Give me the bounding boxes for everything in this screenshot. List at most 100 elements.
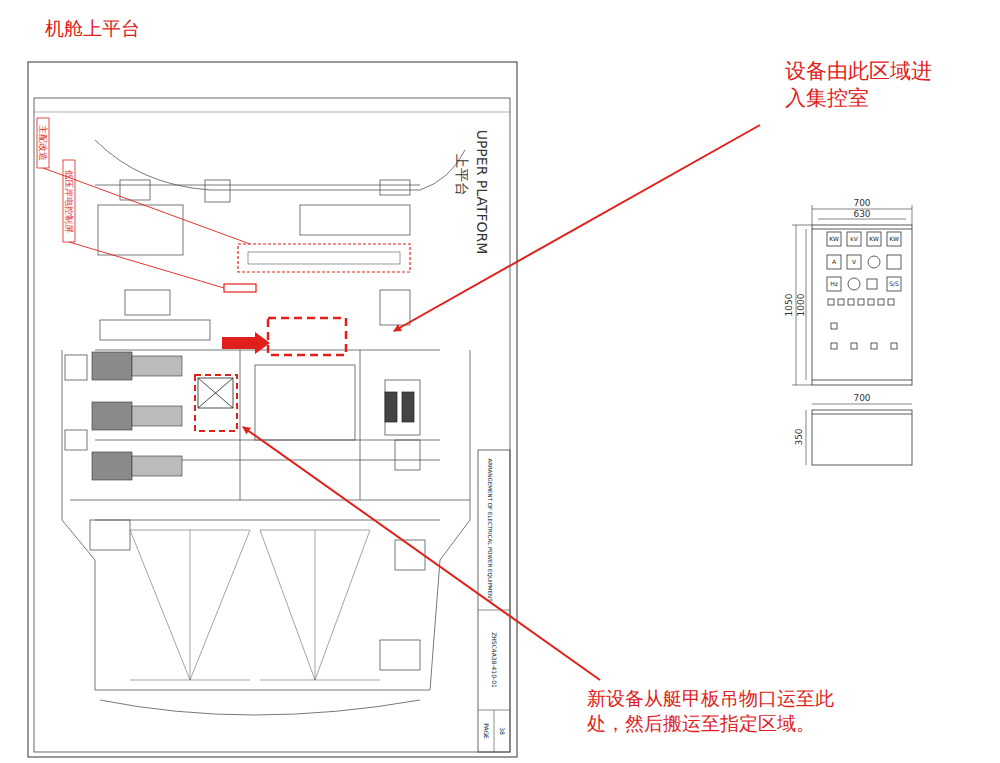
red-note: 低压岸电控制屏 bbox=[64, 170, 74, 233]
drawing-part bbox=[478, 610, 510, 611]
sheet-heading: 上平台 bbox=[454, 154, 470, 196]
drawing-part bbox=[871, 343, 877, 349]
drawing-part bbox=[243, 427, 600, 680]
meter-label: Hz bbox=[830, 281, 838, 288]
dimension: 700 bbox=[853, 198, 870, 208]
drawing-part bbox=[888, 299, 894, 305]
drawing-part bbox=[402, 392, 414, 422]
drawing-part bbox=[120, 180, 150, 200]
drawing-part bbox=[92, 452, 132, 480]
drawing-part bbox=[812, 205, 813, 225]
drawing-part bbox=[812, 414, 912, 415]
drawing-part bbox=[190, 530, 250, 680]
drawing-part bbox=[394, 125, 760, 331]
drawing-part bbox=[34, 112, 510, 113]
drawing-part bbox=[65, 430, 87, 450]
drawing-part bbox=[792, 385, 812, 386]
drawing-part bbox=[385, 392, 397, 422]
drawing-part bbox=[37, 118, 49, 168]
drawing-part bbox=[494, 710, 495, 752]
drawing-part bbox=[198, 378, 233, 408]
drawing-part bbox=[198, 378, 233, 408]
drawing-part bbox=[887, 255, 901, 269]
drawing-part bbox=[828, 299, 834, 305]
drawing-part bbox=[812, 225, 912, 385]
drawing-part bbox=[315, 530, 316, 680]
drawing-part bbox=[260, 530, 315, 680]
drawing-part bbox=[847, 255, 861, 269]
drawing-part bbox=[806, 410, 807, 465]
drawing-part bbox=[867, 279, 877, 289]
drawing-part bbox=[827, 232, 841, 246]
drawing-part bbox=[95, 520, 440, 521]
drawing-part bbox=[812, 410, 912, 465]
drawing-part bbox=[847, 232, 861, 246]
drawing-part bbox=[380, 290, 410, 325]
drawing-part bbox=[28, 62, 517, 757]
drawing-part bbox=[248, 252, 400, 264]
drawing-part bbox=[92, 352, 132, 380]
drawing-part bbox=[62, 140, 470, 715]
page-label: PAGE bbox=[483, 723, 490, 739]
drawing-part bbox=[360, 350, 361, 500]
dimension: 700 bbox=[853, 393, 870, 403]
meter-label: KW bbox=[889, 236, 899, 243]
drawing-part bbox=[260, 680, 380, 681]
drawing-part bbox=[315, 530, 370, 680]
meter-label: KW bbox=[869, 236, 879, 243]
drawing-part bbox=[385, 380, 420, 435]
drawing-part bbox=[385, 392, 414, 422]
drawing-part bbox=[868, 299, 874, 305]
drawing-number: ZHSC4A38-410-01 bbox=[491, 632, 498, 688]
drawing-part bbox=[70, 500, 470, 501]
drawing-part bbox=[100, 320, 210, 340]
drawing-part bbox=[222, 332, 270, 354]
drawing-part bbox=[92, 352, 182, 480]
drawing-part bbox=[69, 242, 224, 288]
drawing-part bbox=[132, 356, 182, 376]
drawing-part bbox=[878, 299, 884, 305]
drawing-part bbox=[395, 440, 420, 470]
meter-label: V bbox=[852, 259, 856, 266]
dimension: 630 bbox=[853, 209, 870, 219]
drawing-part bbox=[224, 284, 256, 292]
drawing-part bbox=[100, 700, 420, 715]
drawing-part bbox=[848, 299, 854, 305]
drawing-part bbox=[792, 225, 812, 226]
drawing-part bbox=[867, 232, 881, 246]
sheet-heading: UPPER PLATFORM bbox=[474, 130, 490, 255]
drawing-part bbox=[65, 355, 87, 380]
drawing-part bbox=[132, 456, 182, 476]
drawing-part bbox=[92, 402, 132, 430]
meter-label: A bbox=[832, 259, 836, 266]
meter-label: KW bbox=[829, 236, 839, 243]
drawing-part bbox=[130, 530, 190, 680]
drawing-part bbox=[887, 232, 901, 246]
drawing-part bbox=[891, 343, 897, 349]
drawing-part bbox=[90, 520, 130, 550]
drawing-part bbox=[268, 318, 346, 355]
drawing-part bbox=[912, 205, 913, 225]
meter-label: S/S bbox=[889, 281, 899, 288]
dimension: 350 bbox=[794, 428, 804, 445]
drawing-part bbox=[868, 256, 880, 268]
drawing-part bbox=[132, 406, 182, 426]
drawing-part bbox=[380, 180, 410, 195]
drawing-part bbox=[63, 160, 75, 242]
drawing-part bbox=[205, 180, 230, 202]
drawing-part bbox=[848, 278, 860, 290]
drawing-part bbox=[831, 323, 837, 329]
drawing-part bbox=[812, 404, 912, 405]
title-block-text: ARRANGEMENT OF ELECTRICAL POWER EQUIPMEN… bbox=[487, 458, 493, 601]
drawing-part bbox=[62, 350, 470, 690]
drawing-part bbox=[300, 205, 410, 235]
drawing-part bbox=[198, 378, 233, 408]
drawing-part bbox=[827, 277, 841, 291]
drawing-part bbox=[478, 450, 510, 752]
drawing-part bbox=[806, 404, 912, 465]
drawing-part bbox=[380, 640, 420, 670]
drawing-part bbox=[831, 343, 837, 349]
drawing-part bbox=[130, 530, 380, 680]
callout-note: 设备由此区域进入集控室 bbox=[785, 58, 945, 113]
